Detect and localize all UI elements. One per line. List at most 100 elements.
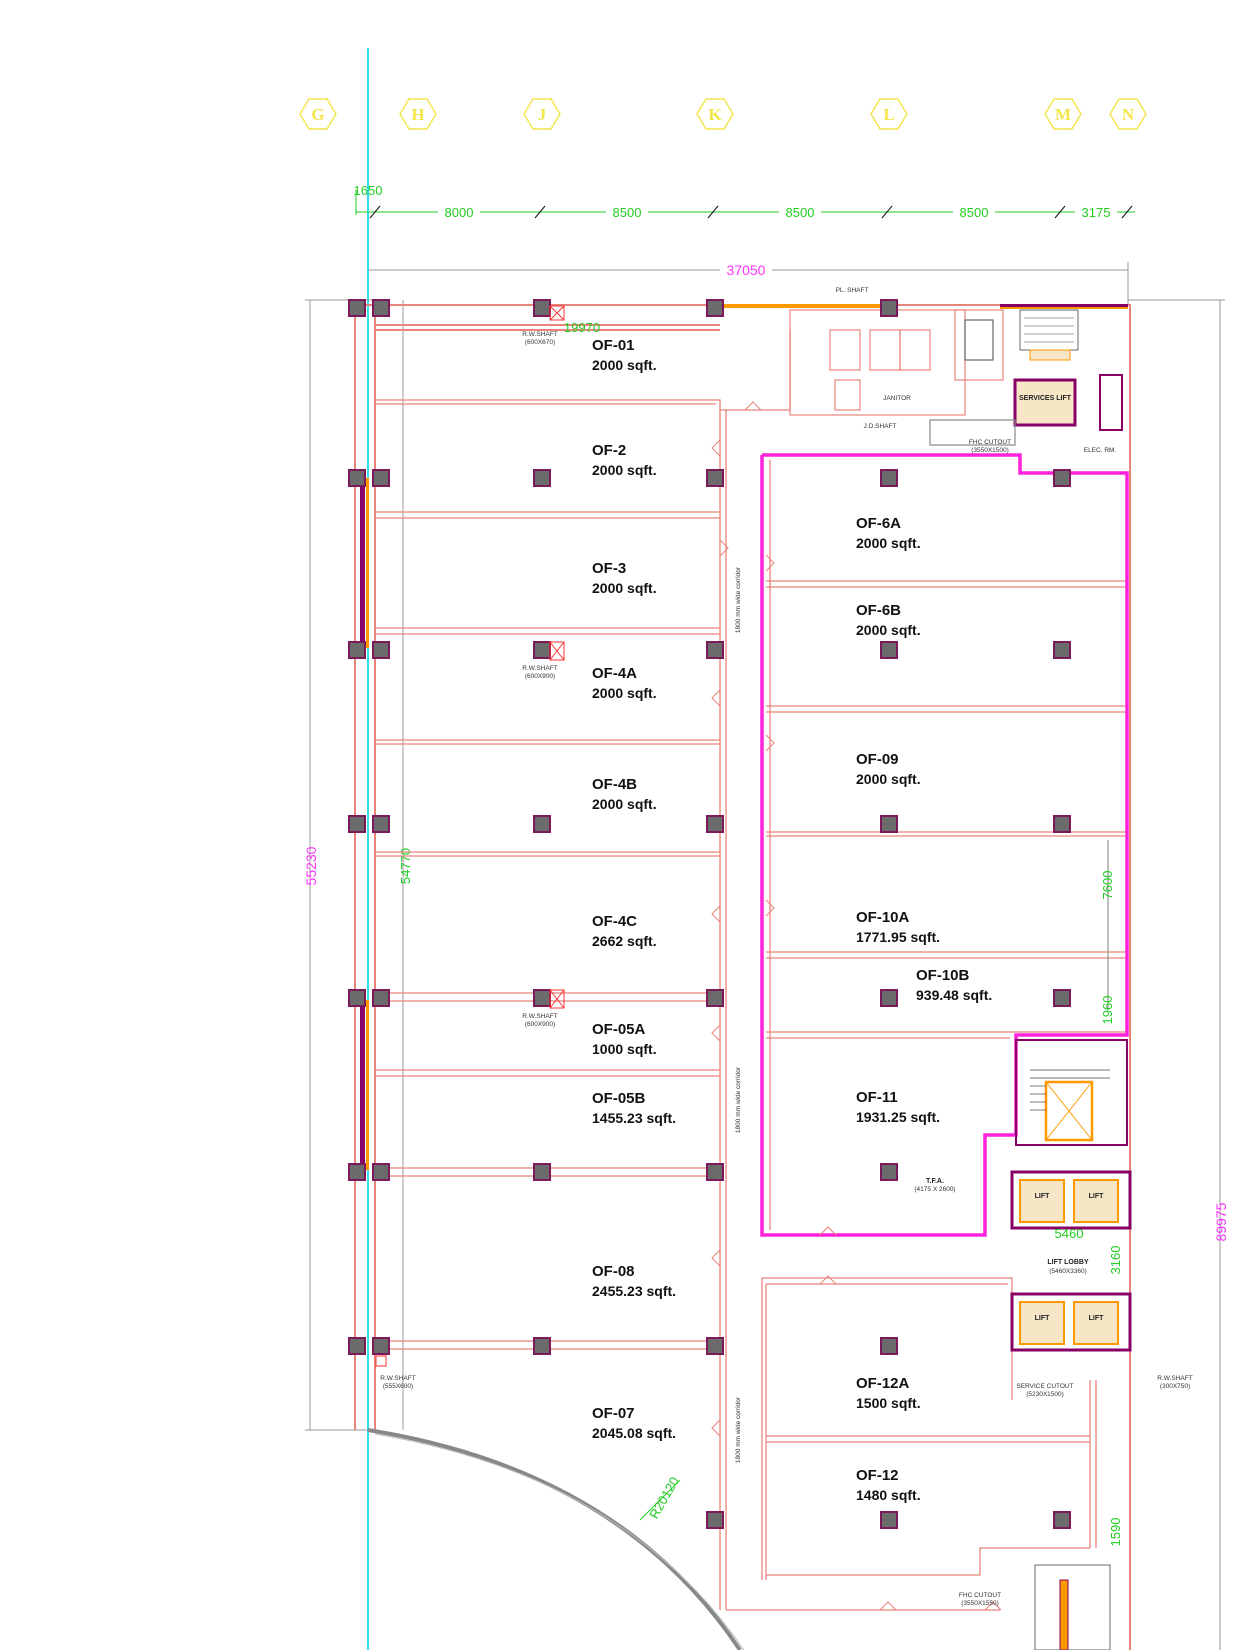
curved-facade-arc xyxy=(367,1428,742,1650)
unit-area-of-3: 2000 sqft. xyxy=(592,580,657,596)
unit-name-of-4b: OF-4B xyxy=(592,776,637,793)
lift-label-4: LIFT xyxy=(1089,1315,1104,1322)
unit-name-of-08: OF-08 xyxy=(592,1263,635,1280)
unit-name-of-05a: OF-05A xyxy=(592,1021,646,1038)
grid-label-j: J xyxy=(538,105,547,124)
unit-name-of-4a: OF-4A xyxy=(592,665,637,682)
unit-area-of-6a: 2000 sqft. xyxy=(856,535,921,551)
rw-shaft-markers xyxy=(375,305,565,1367)
door-symbols xyxy=(711,401,1002,1611)
grid-bubble-m: M xyxy=(1044,98,1082,130)
dim-left-inner: 54770 xyxy=(398,848,413,884)
unit-area-of-4c: 2662 sqft. xyxy=(592,933,657,949)
toilet-block xyxy=(789,309,1016,446)
dim-5460: 5460 xyxy=(1055,1226,1084,1241)
unit-area-of-6b: 2000 sqft. xyxy=(856,622,921,638)
grid-bubble-j: J xyxy=(523,98,561,130)
grid-bubble-k: K xyxy=(696,98,734,130)
dim-8500-b: 8500 xyxy=(786,205,815,220)
grid-label-l: L xyxy=(883,105,894,124)
grid-bubble-g: G xyxy=(299,98,337,130)
services-lift-label: SERVICES LIFT xyxy=(1019,395,1072,402)
grid-bubble-l: L xyxy=(870,98,908,130)
unit-area-of-4a: 2000 sqft. xyxy=(592,685,657,701)
grid-bubbles: G H J K L M N xyxy=(299,98,1147,130)
service-cutout-label: SERVICE CUTOUT xyxy=(1016,1383,1073,1390)
fhc-cutout-1-label: FHC CUTOUT xyxy=(969,439,1011,446)
rw-shaft-4-label: R.W.SHAFT xyxy=(380,1375,415,1382)
rw-shaft-5-size: (300X750) xyxy=(1160,1383,1190,1390)
dim-inner-top: 19970 xyxy=(564,320,600,335)
elec-room-label: ELEC. RM. xyxy=(1084,447,1117,454)
unit-name-of-01: OF-01 xyxy=(592,337,635,354)
rw-shaft-4-size: (555X600) xyxy=(383,1383,413,1390)
unit-name-of-4c: OF-4C xyxy=(592,913,637,930)
dim-3160: 3160 xyxy=(1108,1246,1123,1275)
unit-area-of-07: 2045.08 sqft. xyxy=(592,1425,676,1441)
grid-label-m: M xyxy=(1055,105,1071,124)
building-outline xyxy=(354,304,1131,1650)
unit-name-of-12a: OF-12A xyxy=(856,1375,910,1392)
jd-shaft-label: J.D.SHAFT xyxy=(864,423,897,430)
dim-8500-c: 8500 xyxy=(960,205,989,220)
right-wing-partitions xyxy=(761,460,1125,1580)
dim-7600: 7600 xyxy=(1100,871,1115,900)
tfa-size: (4175 X 2600) xyxy=(914,1186,955,1193)
unit-area-of-4b: 2000 sqft. xyxy=(592,796,657,812)
rw-shaft-1-size: (600X670) xyxy=(525,339,555,346)
dim-3175: 3175 xyxy=(1082,205,1111,220)
dim-left-overall: 55230 xyxy=(303,846,319,885)
rw-shaft-2-label: R.W.SHAFT xyxy=(522,665,557,672)
grid-bubble-n: N xyxy=(1109,98,1147,130)
grid-label-g: G xyxy=(311,105,324,124)
left-wing-partitions xyxy=(375,330,1000,1611)
unit-area-of-10a: 1771.95 sqft. xyxy=(856,929,940,945)
lift-lobby-size: (5460X3360) xyxy=(1049,1268,1087,1275)
unit-name-of-05b: OF-05B xyxy=(592,1090,646,1107)
unit-name-of-2: OF-2 xyxy=(592,442,626,459)
unit-area-of-12a: 1500 sqft. xyxy=(856,1395,921,1411)
unit-area-of-12: 1480 sqft. xyxy=(856,1487,921,1503)
unit-area-of-08: 2455.23 sqft. xyxy=(592,1283,676,1299)
unit-area-of-09: 2000 sqft. xyxy=(856,771,921,787)
lift-label-3: LIFT xyxy=(1035,1315,1050,1322)
service-cutout-size: (5230X1500) xyxy=(1026,1391,1064,1398)
rw-shaft-3-size: (600X900) xyxy=(525,1021,555,1028)
grid-label-k: K xyxy=(708,105,722,124)
dim-1960: 1960 xyxy=(1100,996,1115,1025)
rw-shaft-1-label: R.W.SHAFT xyxy=(522,331,557,338)
rw-shaft-5-label: R.W.SHAFT xyxy=(1157,1375,1192,1382)
unit-name-of-10b: OF-10B xyxy=(916,967,970,984)
unit-area-of-05a: 1000 sqft. xyxy=(592,1041,657,1057)
grid-label-n: N xyxy=(1122,105,1135,124)
dim-8500-a: 8500 xyxy=(613,205,642,220)
corridor-label-2: 1800 mm wide corridor xyxy=(735,1066,742,1133)
dim-1590: 1590 xyxy=(1108,1518,1123,1547)
unit-name-of-3: OF-3 xyxy=(592,560,626,577)
corridor-label-3: 1800 mm wide corridor xyxy=(735,1396,742,1463)
grid-bubble-h: H xyxy=(399,98,437,130)
unit-name-of-12: OF-12 xyxy=(856,1467,899,1484)
top-dimension-chain xyxy=(355,190,1135,219)
dim-arc-radius: R20120 xyxy=(646,1474,682,1521)
dim-1650: 1650 xyxy=(354,183,383,198)
unit-area-of-11: 1931.25 sqft. xyxy=(856,1109,940,1125)
lift-label-1: LIFT xyxy=(1035,1193,1050,1200)
unit-name-of-6a: OF-6A xyxy=(856,515,901,532)
unit-area-of-10b: 939.48 sqft. xyxy=(916,987,992,1003)
left-facade-mullions xyxy=(360,478,369,1170)
unit-labels: OF-01 2000 sqft. OF-2 2000 sqft. OF-3 20… xyxy=(592,337,992,1503)
fhc-cutout-1-size: (3550X1500) xyxy=(971,447,1009,454)
dim-right-overall: 89975 xyxy=(1213,1202,1229,1241)
unit-name-of-09: OF-09 xyxy=(856,751,899,768)
unit-name-of-11: OF-11 xyxy=(856,1089,898,1106)
rw-shaft-2-size: (600X900) xyxy=(525,673,555,680)
janitor-label: JANITOR xyxy=(883,395,911,402)
core-lift-stair: LIFT LIFT LIFT LIFT SERVICES LIFT xyxy=(1010,309,1132,1650)
structural-columns xyxy=(348,299,1071,1529)
rw-shaft-3-label: R.W.SHAFT xyxy=(522,1013,557,1020)
lift-label-2: LIFT xyxy=(1089,1193,1104,1200)
corridor-label-1: 1800 mm wide corridor xyxy=(735,566,742,633)
dim-8000: 8000 xyxy=(445,205,474,220)
